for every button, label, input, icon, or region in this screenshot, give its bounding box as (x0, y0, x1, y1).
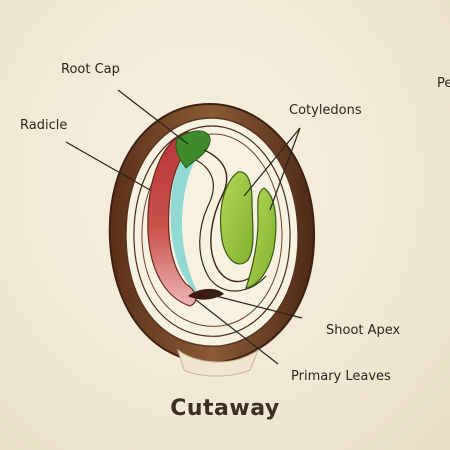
radicle-shape (147, 131, 206, 307)
label-primary-leaves: Primary Leaves (291, 369, 391, 384)
leader-cotyledons-a (243, 127, 301, 197)
leader-radicle (65, 141, 151, 191)
diagram-title: Cutaway (170, 396, 280, 421)
cotyledon-right (245, 187, 277, 289)
label-root-cap: Root Cap (61, 62, 120, 77)
leader-shoot-apex (207, 293, 303, 319)
shoot-apex-shape (188, 288, 224, 300)
label-radicle: Radicle (20, 118, 68, 133)
label-cotyledons: Cotyledons (289, 103, 362, 118)
label-edge-cut: Pe (437, 76, 450, 91)
leader-cotyledons-b (269, 127, 301, 211)
leader-primary-leaves (195, 299, 279, 365)
label-shoot-apex: Shoot Apex (326, 323, 401, 338)
root-cap-shape (175, 130, 211, 169)
leader-root-cap (117, 89, 189, 145)
